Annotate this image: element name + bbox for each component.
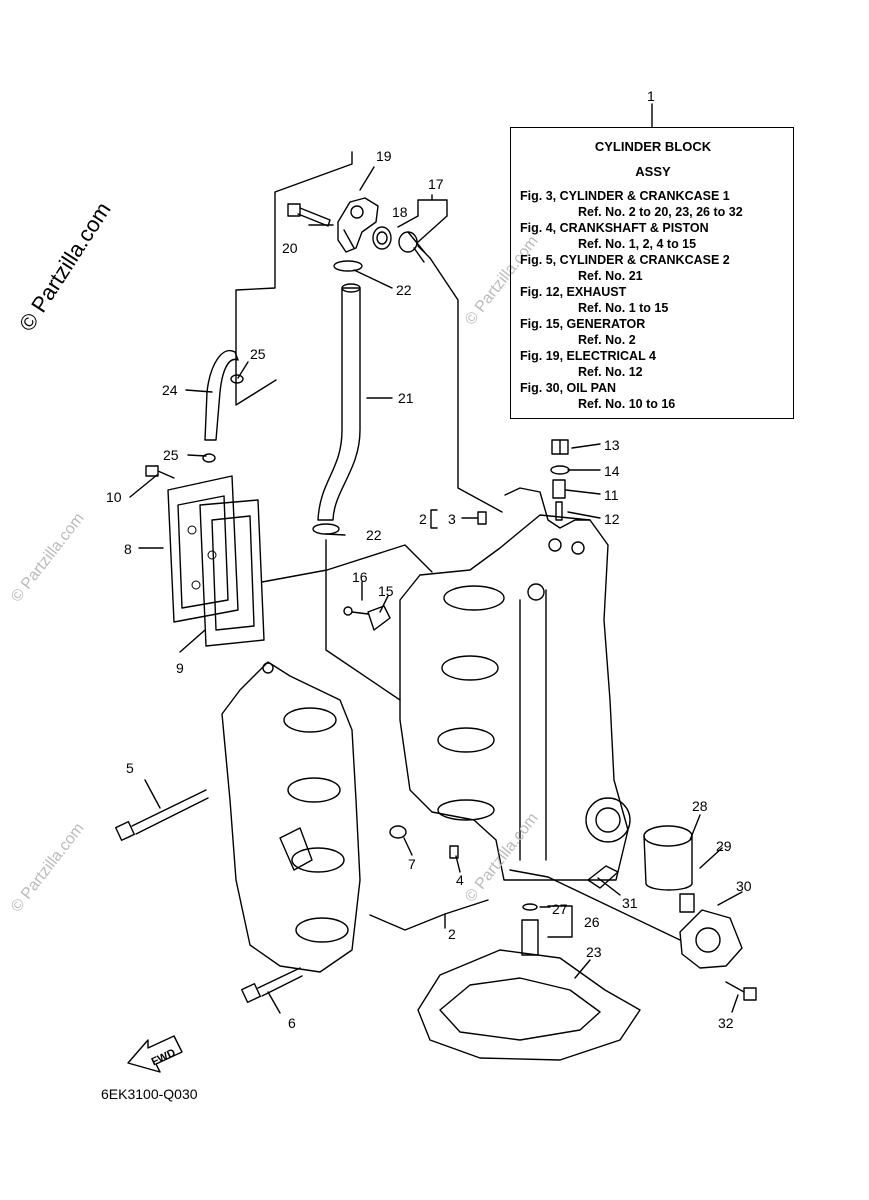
part-hose-21 bbox=[317, 287, 361, 521]
legend-title-2: ASSY bbox=[635, 164, 671, 179]
part-clamp-22-top bbox=[333, 260, 363, 272]
part-sleeve-26 bbox=[521, 919, 539, 956]
callout-5: 5 bbox=[126, 760, 134, 776]
callout-28: 28 bbox=[692, 798, 708, 814]
fwd-arrow-icon bbox=[127, 1035, 183, 1073]
callout-4: 4 bbox=[456, 872, 464, 888]
part-bolt-32 bbox=[725, 981, 757, 1001]
part-valve-12 bbox=[555, 501, 563, 521]
part-bolt-6 bbox=[240, 967, 303, 1004]
part-oil-filter-28 bbox=[643, 825, 693, 891]
legend-title-1: CYLINDER BLOCK bbox=[594, 139, 712, 154]
part-plug-13 bbox=[551, 439, 569, 455]
legend-line: Ref. No. 12 bbox=[578, 365, 643, 379]
callout-29: 29 bbox=[716, 838, 732, 854]
callout-25b: 25 bbox=[163, 447, 179, 463]
part-oring-27 bbox=[522, 903, 538, 911]
part-bolt-20 bbox=[287, 203, 331, 227]
part-oring-14 bbox=[550, 465, 570, 475]
legend-line: Ref. No. 2 bbox=[578, 333, 636, 347]
legend-line: Ref. No. 10 to 16 bbox=[578, 397, 676, 411]
part-bolt-10 bbox=[145, 465, 175, 479]
part-clamp-22-bottom bbox=[312, 523, 340, 535]
part-crankcase bbox=[221, 661, 361, 973]
callout-22b: 22 bbox=[366, 527, 382, 543]
part-seal-18 bbox=[372, 226, 392, 250]
diagram-code: 6EK3100-Q030 bbox=[101, 1086, 198, 1102]
callout-18: 18 bbox=[392, 204, 408, 220]
part-bolt-5 bbox=[114, 789, 209, 842]
callout-7: 7 bbox=[408, 856, 416, 872]
legend-line: Fig. 19, ELECTRICAL 4 bbox=[520, 349, 656, 363]
callout-32: 32 bbox=[718, 1015, 734, 1031]
callout-2a: 2 bbox=[419, 511, 427, 527]
callout-25a: 25 bbox=[250, 346, 266, 362]
part-pin-4 bbox=[449, 845, 459, 859]
legend-box: CYLINDER BLOCK ASSY Fig. 3, CYLINDER & C… bbox=[510, 127, 794, 419]
part-gasket-9 bbox=[199, 499, 265, 647]
part-15-16 bbox=[343, 605, 391, 631]
part-bracket-30 bbox=[679, 909, 743, 969]
legend-line: Fig. 15, GENERATOR bbox=[520, 317, 646, 331]
legend-line: Ref. No. 1 to 15 bbox=[578, 301, 669, 315]
legend-line: Fig. 12, EXHAUST bbox=[520, 285, 627, 299]
legend-line: Fig. 30, OIL PAN bbox=[520, 381, 617, 395]
callout-1: 1 bbox=[647, 88, 655, 104]
callout-31: 31 bbox=[622, 895, 638, 911]
callout-14: 14 bbox=[604, 463, 620, 479]
fwd-label: FWD bbox=[150, 1047, 178, 1068]
callout-10: 10 bbox=[106, 489, 122, 505]
callout-9: 9 bbox=[176, 660, 184, 676]
part-thermostat-cover bbox=[337, 197, 379, 253]
part-pin-3 bbox=[477, 511, 487, 525]
part-thermostat-17 bbox=[398, 231, 431, 263]
part-cylinder-block bbox=[399, 487, 631, 881]
callout-12: 12 bbox=[604, 511, 620, 527]
callout-16: 16 bbox=[352, 569, 368, 585]
callout-20: 20 bbox=[282, 240, 298, 256]
callout-22a: 22 bbox=[396, 282, 412, 298]
legend-line: Ref. No. 1, 2, 4 to 15 bbox=[578, 237, 697, 251]
legend-line: Ref. No. 21 bbox=[578, 269, 643, 283]
callout-17: 17 bbox=[428, 176, 444, 192]
part-spring-11 bbox=[552, 479, 566, 499]
callout-15: 15 bbox=[378, 583, 394, 599]
part-clamp-25-top bbox=[230, 374, 244, 384]
callout-26: 26 bbox=[584, 914, 600, 930]
callout-11: 11 bbox=[604, 487, 619, 503]
callout-27: 27 bbox=[552, 901, 568, 917]
callout-2b: 2 bbox=[448, 926, 456, 942]
callout-19: 19 bbox=[376, 148, 392, 164]
part-oring-7 bbox=[389, 825, 407, 839]
callout-8: 8 bbox=[124, 541, 132, 557]
callout-21: 21 bbox=[398, 390, 414, 406]
part-union-29 bbox=[679, 893, 695, 913]
legend-line: Fig. 3, CYLINDER & CRANKCASE 1 bbox=[520, 189, 730, 203]
callout-30: 30 bbox=[736, 878, 752, 894]
part-gasket-31 bbox=[587, 865, 619, 889]
part-hose-24 bbox=[204, 349, 239, 441]
legend-line: Ref. No. 2 to 20, 23, 26 to 32 bbox=[578, 205, 743, 219]
callout-6: 6 bbox=[288, 1015, 296, 1031]
callout-23: 23 bbox=[586, 944, 602, 960]
callout-13: 13 bbox=[604, 437, 620, 453]
part-clamp-25-bottom bbox=[202, 453, 216, 463]
callout-24: 24 bbox=[162, 382, 178, 398]
part-exhaust-cover-8 bbox=[167, 475, 239, 623]
callout-3: 3 bbox=[448, 511, 456, 527]
legend-line: Fig. 5, CYLINDER & CRANKCASE 2 bbox=[520, 253, 730, 267]
legend-line: Fig. 4, CRANKSHAFT & PISTON bbox=[520, 221, 709, 235]
part-gasket-23 bbox=[417, 949, 641, 1061]
